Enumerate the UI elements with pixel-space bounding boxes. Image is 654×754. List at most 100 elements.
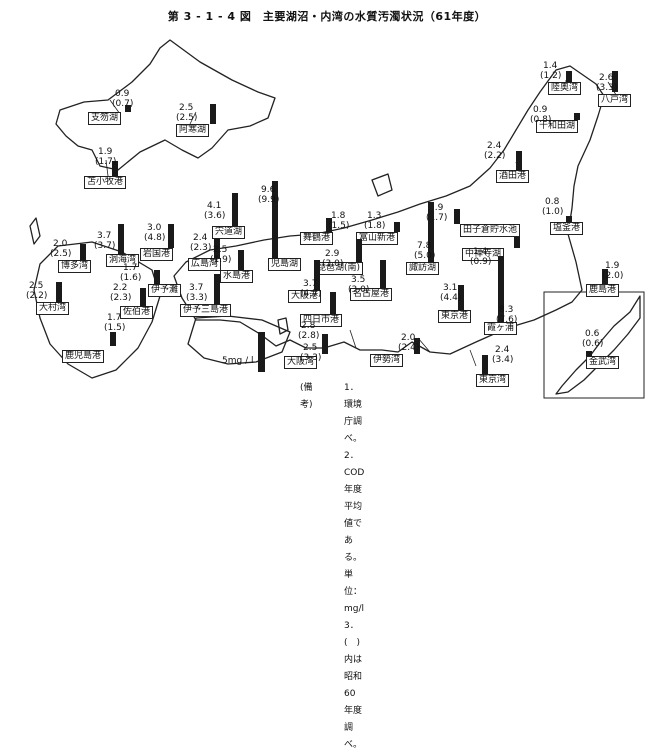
cod-value-61: 9.6 (261, 185, 276, 195)
cod-value-60: (7.6) (496, 315, 518, 325)
cod-value-60: (1.0) (542, 207, 564, 217)
cod-value-60: (1.2) (540, 71, 562, 81)
cod-value-60: (1.7) (95, 157, 117, 167)
site-label: 諏訪湖 (406, 262, 440, 275)
cod-bar (482, 354, 488, 374)
tsushima-island (29, 217, 41, 245)
site-label: 霞ヶ浦 (484, 322, 518, 335)
site-label: 伊予三島港 (180, 304, 232, 317)
cod-value-60: (1.8) (364, 221, 386, 231)
sado-island (371, 173, 393, 197)
cod-value-61: 3.7 (97, 231, 112, 241)
scale-label: 5mg / l (222, 356, 254, 366)
cod-value-61: 1.3 (367, 211, 382, 221)
cod-value-60: (9.9) (258, 195, 280, 205)
cod-value-61: 3.7 (189, 283, 204, 293)
cod-value-60: (1.6) (120, 273, 142, 283)
cod-bar (80, 244, 86, 260)
cod-bar (314, 260, 320, 290)
cod-bar (154, 270, 160, 284)
site-label: 名古屋港 (350, 288, 393, 301)
cod-bar (394, 221, 400, 232)
cod-value-60: (2.2) (26, 291, 48, 301)
cod-value-60: (1.7) (426, 213, 448, 223)
cod-bar (112, 160, 118, 176)
cod-value-60: (2.8) (298, 331, 320, 341)
site-label: 大阪港 (288, 290, 322, 303)
scale-bar (258, 332, 265, 372)
site-label: 大阪湾 (284, 356, 318, 369)
cod-value-61: 2.0 (53, 239, 68, 249)
site-label: 広島湾 (188, 258, 222, 271)
japan-map (29, 39, 645, 399)
site-label: 伊勢湾 (370, 354, 404, 367)
cod-bar (214, 274, 220, 304)
cod-value-61: 7.8 (417, 241, 432, 251)
site-label: 苫小牧港 (84, 176, 127, 189)
cod-value-61: 1.7 (107, 313, 122, 323)
cod-value-60: (1.9) (210, 255, 232, 265)
site-label: 東京港 (438, 310, 472, 323)
cod-bar (414, 338, 420, 354)
cod-bar (125, 104, 131, 112)
cod-bar (458, 285, 464, 310)
site-label: 酒田港 (496, 170, 530, 183)
cod-value-60: (1.5) (328, 221, 350, 231)
site-label: 水島港 (220, 270, 254, 283)
site-label: 東京湾 (476, 374, 510, 387)
site-label: 鹿児島港 (62, 350, 105, 363)
site-label: 八戸湾 (598, 94, 632, 107)
site-label: 金武湾 (586, 356, 620, 369)
note-line-3: 3．( )内は昭和60年度調べ。 (344, 621, 363, 750)
cod-value-60: (5.0) (414, 251, 436, 261)
cod-bar (238, 250, 244, 270)
cod-bar (272, 181, 278, 258)
cod-bar (574, 112, 580, 120)
cod-value-60: (0.9) (470, 257, 492, 267)
cod-value-61: 0.8 (545, 197, 560, 207)
note-line-1: 1．環境庁調べ。 (344, 383, 363, 444)
cod-value-61: 2.4 (487, 141, 502, 151)
cod-bar (210, 104, 216, 124)
cod-value-60: (3.4) (492, 355, 514, 365)
site-label: 阿寒湖 (176, 124, 210, 137)
awaji-island (277, 317, 289, 335)
cod-value-61: 1.8 (331, 211, 346, 221)
cod-value-60: (4.4) (440, 293, 462, 303)
site-label: 富山新港 (356, 232, 399, 245)
cod-value-61: 1.7 (123, 263, 138, 273)
cod-bar (110, 332, 116, 346)
cod-value-61: 1.4 (473, 247, 488, 257)
site-label: 岩国港 (140, 248, 174, 261)
cod-value-60: (0.8) (530, 115, 552, 125)
cod-value-60: (2.0) (602, 271, 624, 281)
cod-value-60: (3.3) (186, 293, 208, 303)
cod-bar (356, 238, 362, 262)
site-label: 塩釜港 (550, 222, 584, 235)
cod-value-60: (0.7) (112, 99, 134, 109)
cod-bar (322, 334, 328, 354)
cod-value-61: 3.7 (303, 279, 318, 289)
site-label: 宍道湖 (212, 226, 246, 239)
cod-bar (428, 201, 434, 264)
site-label: 舞鶴港 (300, 232, 334, 245)
cod-value-61: 2.5 (303, 343, 318, 353)
cod-value-60: (4.8) (144, 233, 166, 243)
site-label: 陸奥湾 (548, 82, 582, 95)
cod-value-60: (3.3) (596, 83, 618, 93)
site-label: 四日市港 (300, 314, 343, 327)
site-label: 伊予灘 (148, 284, 182, 297)
cod-bar (168, 224, 174, 248)
cod-bar (602, 268, 608, 284)
cod-bar (586, 351, 592, 356)
cod-value-60: (2.4) (398, 343, 420, 353)
cod-value-60: (0.6) (582, 339, 604, 349)
cod-bar (232, 193, 238, 226)
shikoku-coast (187, 315, 291, 365)
site-label: 中禅寺湖 (462, 248, 505, 261)
cod-value-60: (3.0) (348, 285, 370, 295)
cod-value-61: 3.1 (443, 283, 458, 293)
cod-value-61: 3.0 (147, 223, 162, 233)
cod-value-61: 0.9 (115, 89, 130, 99)
cod-value-60: (2.5) (50, 249, 72, 259)
